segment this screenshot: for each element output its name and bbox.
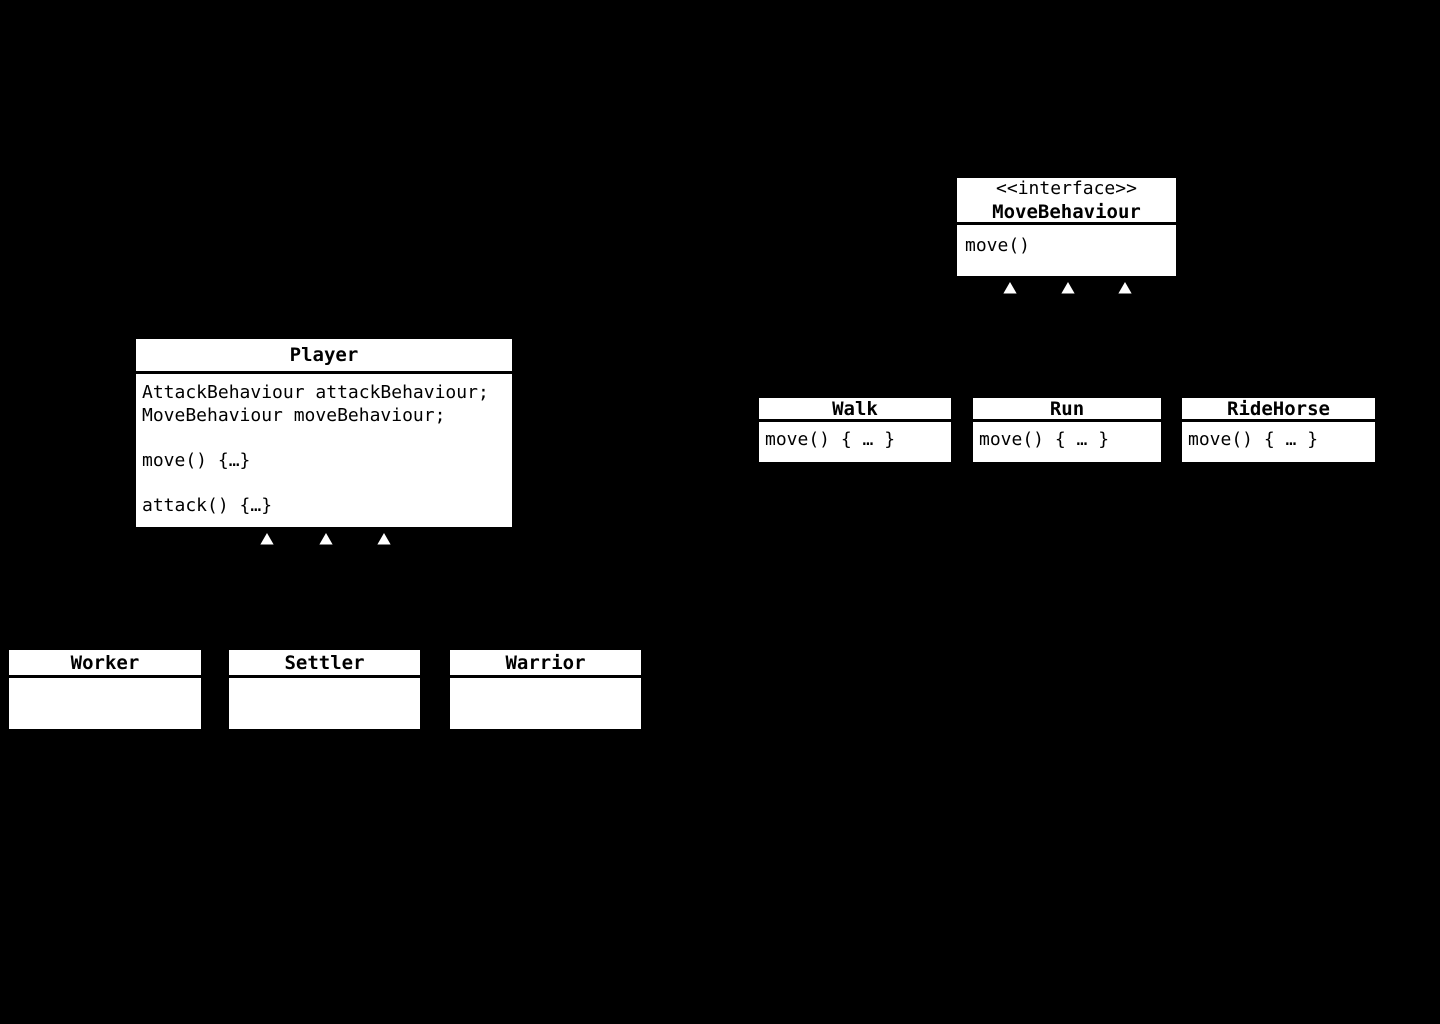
- class-members-run: move() { … }: [979, 429, 1110, 450]
- class-box-settler: Settler: [227, 648, 422, 731]
- class-box-player: Player AttackBehaviour attackBehaviour; …: [134, 337, 514, 529]
- class-members-ridehorse: move() { … }: [1188, 429, 1319, 450]
- class-box-worker: Worker: [7, 648, 203, 731]
- interface-name: MoveBehaviour: [992, 200, 1141, 223]
- interface-stereotype: <<interface>>: [996, 177, 1137, 199]
- class-members-player: AttackBehaviour attackBehaviour; MoveBeh…: [142, 382, 489, 516]
- class-box-walk: Walk move() { … }: [757, 396, 953, 464]
- class-title-settler: Settler: [229, 650, 420, 678]
- class-title-warrior: Warrior: [450, 650, 641, 678]
- inheritance-arrow-icon: [1060, 280, 1076, 295]
- inheritance-arrow-icon: [376, 531, 392, 546]
- inheritance-arrow-icon: [1117, 280, 1133, 295]
- inheritance-arrow-icon: [318, 531, 334, 546]
- interface-members-movebehaviour: move(): [965, 235, 1031, 256]
- inheritance-arrow-icon: [1002, 280, 1018, 295]
- class-title-player: Player: [136, 339, 512, 374]
- interface-title-movebehaviour: <<interface>> MoveBehaviour: [957, 178, 1176, 225]
- class-members-settler: [229, 678, 420, 729]
- class-members-walk: move() { … }: [765, 429, 896, 450]
- class-box-ridehorse: RideHorse move() { … }: [1180, 396, 1377, 464]
- class-title-ridehorse: RideHorse: [1182, 398, 1375, 422]
- class-box-warrior: Warrior: [448, 648, 643, 731]
- interface-box-movebehaviour: <<interface>> MoveBehaviour move(): [955, 176, 1178, 278]
- class-title-walk: Walk: [759, 398, 951, 422]
- class-box-run: Run move() { … }: [971, 396, 1163, 464]
- inheritance-arrow-icon: [259, 531, 275, 546]
- class-members-worker: [9, 678, 201, 729]
- class-title-run: Run: [973, 398, 1161, 422]
- class-members-warrior: [450, 678, 641, 729]
- class-title-worker: Worker: [9, 650, 201, 678]
